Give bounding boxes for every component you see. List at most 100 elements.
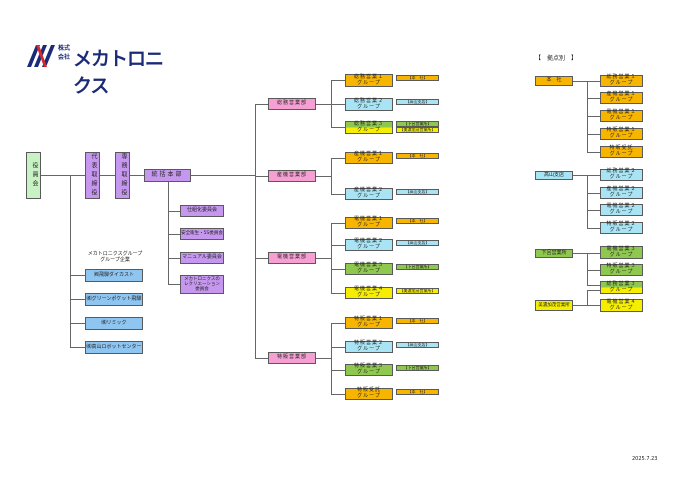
group-box[interactable]: 特販受託グループ [345, 387, 393, 400]
committee-manual[interactable]: マニュアル委員会 [180, 252, 224, 264]
group-name: 総務営業３ [606, 280, 637, 287]
connector [573, 305, 600, 306]
group-company-green-pocket[interactable]: ㈱グリーンポケット飛騨 [85, 293, 143, 306]
group-name: 特販営業１ [606, 127, 637, 134]
committee-systemization[interactable]: 仕組化委員会 [180, 205, 224, 217]
group-suffix: グループ [609, 269, 634, 275]
location-label: 【本 社】 [396, 218, 439, 224]
connector [573, 253, 600, 254]
location-label: 【本 社】 [396, 153, 439, 159]
executive-box-senior-md[interactable]: 専務取締役 [115, 152, 130, 199]
committee-recreation-line3: 委員会 [195, 287, 209, 293]
hq-box[interactable]: 統括本部 [144, 169, 191, 182]
group-suffix: グループ [609, 286, 634, 293]
committee-safety-5s[interactable]: 安全衛生・5S委員会 [180, 228, 224, 240]
connector [331, 223, 345, 224]
department-industrial-sales[interactable]: 産機営業部 [268, 170, 316, 182]
location-label: 【高山支店】 [396, 342, 439, 348]
group-name: 電機営業３ [353, 262, 384, 269]
group-suffix: グループ [357, 393, 381, 399]
group-name: 電機営業２ [353, 238, 384, 245]
group-suffix: グループ [357, 222, 381, 228]
connector [255, 258, 268, 259]
connector [316, 176, 331, 177]
department-special-sales[interactable]: 特販営業部 [268, 352, 316, 364]
connector [168, 182, 169, 285]
department-electrical-sales[interactable]: 電機営業部 [268, 252, 316, 264]
connector [41, 175, 85, 176]
group-company-rimic[interactable]: ㈱リミック [85, 317, 143, 330]
connector [587, 116, 600, 117]
connector [331, 370, 345, 371]
connector [587, 290, 588, 306]
connector [331, 323, 332, 395]
connector [70, 323, 85, 324]
group-suffix: グループ [357, 79, 381, 86]
group-suffix: グループ [609, 251, 634, 258]
executive-box-president[interactable]: 代表取締役 [85, 152, 100, 199]
company-logo: 株式 会社 メカトロニクス [27, 44, 167, 97]
location-label: 【本 社】 [396, 75, 439, 81]
location-gero-office[interactable]: 下呂営業所 [535, 249, 573, 258]
connector [316, 258, 331, 259]
connector [331, 347, 345, 348]
connector [191, 175, 255, 176]
group-name: 総務営業１ [353, 73, 384, 80]
connector [331, 293, 345, 294]
committee-recreation[interactable]: メカトロニクスの レクリエーション 委員会 [180, 275, 224, 294]
location-head-office[interactable]: 本 社 [535, 76, 573, 86]
group-companies-heading: メカトロニクスグループ グループ企業 [84, 251, 146, 263]
group-companies-subtitle: グループ企業 [100, 257, 130, 263]
group-company-hida-diecast[interactable]: ㈱飛騨ダイカスト [85, 269, 143, 282]
group-company-takayama-robot[interactable]: ㈱高山ロボットセンター [85, 341, 143, 354]
connector [255, 358, 268, 359]
connector [255, 104, 256, 359]
committee-recreation-line1: メカトロニクスの [184, 276, 220, 282]
connector [70, 175, 71, 348]
connector [331, 158, 332, 195]
group-name: 特販営業３ [353, 363, 384, 370]
board-box[interactable]: 役員会 [26, 152, 41, 199]
group-name: 産機営業１ [606, 91, 637, 98]
connector [587, 270, 600, 271]
group-name: 電機営業４ [606, 298, 637, 305]
connector [587, 152, 600, 153]
location-takayama-branch[interactable]: 高山支店 [535, 171, 573, 180]
group-name: 特販営業２ [353, 340, 384, 347]
location-minokamo-office[interactable]: 美濃加茂営業所 [535, 300, 573, 311]
department-general-sales[interactable]: 総務営業部 [268, 98, 316, 110]
by-location-title: 【 拠点別 】 [535, 55, 578, 62]
group-suffix: グループ [609, 97, 634, 103]
connector [130, 175, 144, 176]
location-group-box[interactable]: 特販受託グループ [600, 145, 643, 158]
group-name: 電機営業１ [353, 216, 384, 223]
connector [331, 394, 345, 395]
group-name: 電機営業３ [606, 245, 637, 252]
location-label: 【下呂営業所】 [396, 365, 439, 371]
group-suffix: グループ [357, 126, 381, 133]
